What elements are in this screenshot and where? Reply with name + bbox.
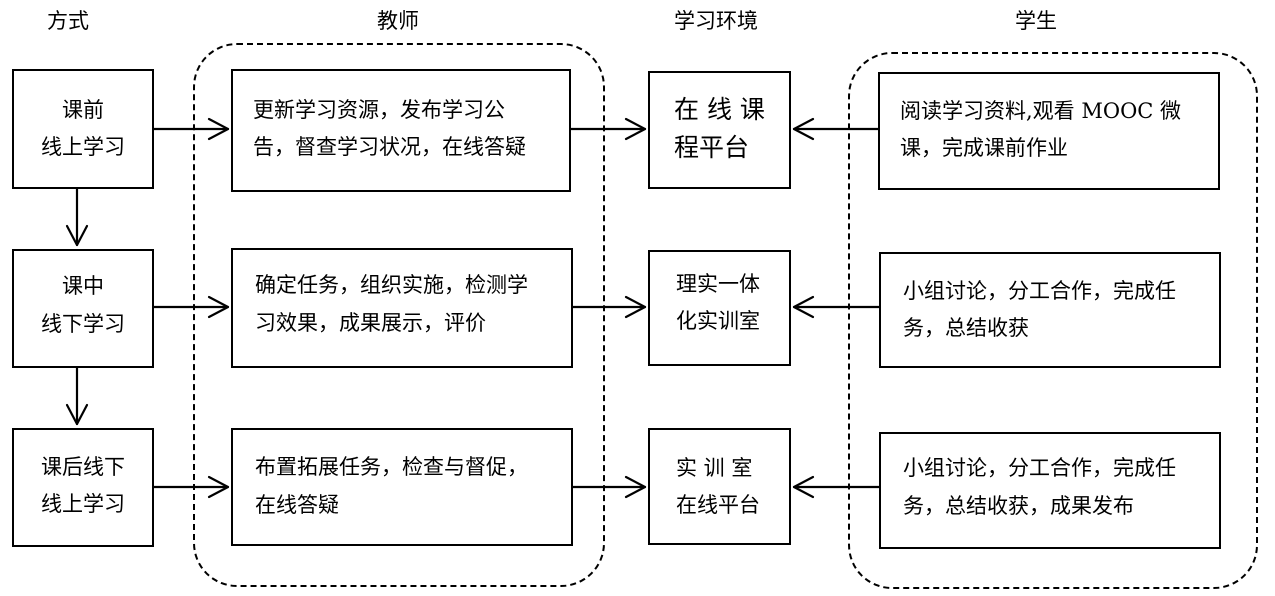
arrow-mode-to-teacher-1	[152, 117, 230, 141]
mode-box-in-class: 课中 线下学习	[12, 249, 154, 368]
student-line-2: 课，完成课前作业	[900, 136, 1068, 160]
teacher-box-pre-class: 更新学习资源，发布学习公 告，督查学习状况，在线答疑	[231, 69, 571, 192]
arrow-teacher-to-environment-3	[571, 475, 647, 499]
mode-box-pre-class: 课前 线上学习	[12, 69, 154, 189]
student-line-1: 小组讨论，分工合作，完成任	[903, 456, 1176, 480]
environment-box-training-room: 理实一体 化实训室	[648, 250, 791, 366]
arrow-mode-to-teacher-2	[152, 295, 230, 319]
mode-line-1: 课后线下	[41, 455, 125, 479]
arrow-mode-down-1	[65, 187, 89, 247]
environment-line-1: 理实一体	[676, 272, 760, 296]
arrow-student-to-environment-3	[792, 475, 881, 499]
teacher-box-post-class: 布置拓展任务，检查与督促， 在线答疑	[231, 428, 573, 546]
environment-line-2: 化实训室	[676, 309, 760, 333]
mode-line-2: 线下学习	[41, 312, 125, 336]
student-line-1: 小组讨论，分工合作，完成任	[903, 279, 1176, 303]
header-student: 学生	[1015, 9, 1057, 33]
student-line-2: 务，总结收获，成果发布	[903, 494, 1134, 518]
mode-line-2: 线上学习	[41, 492, 125, 516]
teacher-line-2: 在线答疑	[255, 493, 339, 517]
mode-line-1: 课中	[62, 274, 104, 298]
student-line-2: 务，总结收获	[903, 316, 1029, 340]
environment-line-2: 程平台	[674, 133, 750, 162]
teacher-line-2: 告，督查学习状况，在线答疑	[253, 135, 526, 159]
teacher-group	[193, 43, 605, 587]
environment-line-1: 实 训 室	[676, 456, 753, 480]
student-group	[848, 52, 1258, 589]
arrow-mode-to-teacher-3	[152, 475, 230, 499]
student-box-pre-class: 阅读学习资料,观看 MOOC 微 课，完成课前作业	[878, 72, 1220, 190]
student-box-post-class: 小组讨论，分工合作，完成任 务，总结收获，成果发布	[879, 432, 1221, 549]
environment-box-online-platform: 在 线 课 程平台	[648, 71, 791, 189]
arrow-teacher-to-environment-2	[571, 295, 647, 319]
arrow-student-to-environment-2	[792, 295, 881, 319]
arrow-student-to-environment-1	[792, 117, 880, 141]
header-environment: 学习环境	[674, 9, 758, 33]
student-line-1: 阅读学习资料,观看 MOOC 微	[900, 99, 1182, 123]
arrow-teacher-to-environment-1	[569, 117, 647, 141]
mode-line-1: 课前	[62, 98, 104, 122]
teacher-box-in-class: 确定任务，组织实施，检测学 习效果，成果展示，评价	[231, 248, 573, 368]
mode-line-2: 线上学习	[41, 135, 125, 159]
environment-box-training-platform: 实 训 室 在线平台	[648, 428, 791, 545]
arrow-mode-down-2	[65, 366, 89, 426]
teacher-line-1: 布置拓展任务，检查与督促，	[255, 455, 528, 479]
header-teacher: 教师	[377, 9, 419, 33]
teacher-line-1: 确定任务，组织实施，检测学	[255, 273, 528, 297]
header-mode: 方式	[47, 9, 89, 33]
environment-line-1: 在 线 课	[674, 95, 765, 124]
student-box-in-class: 小组讨论，分工合作，完成任 务，总结收获	[879, 252, 1221, 368]
mode-box-post-class: 课后线下 线上学习	[12, 428, 154, 547]
environment-line-2: 在线平台	[676, 493, 760, 517]
teacher-line-1: 更新学习资源，发布学习公	[253, 98, 505, 122]
teacher-line-2: 习效果，成果展示，评价	[255, 311, 486, 335]
